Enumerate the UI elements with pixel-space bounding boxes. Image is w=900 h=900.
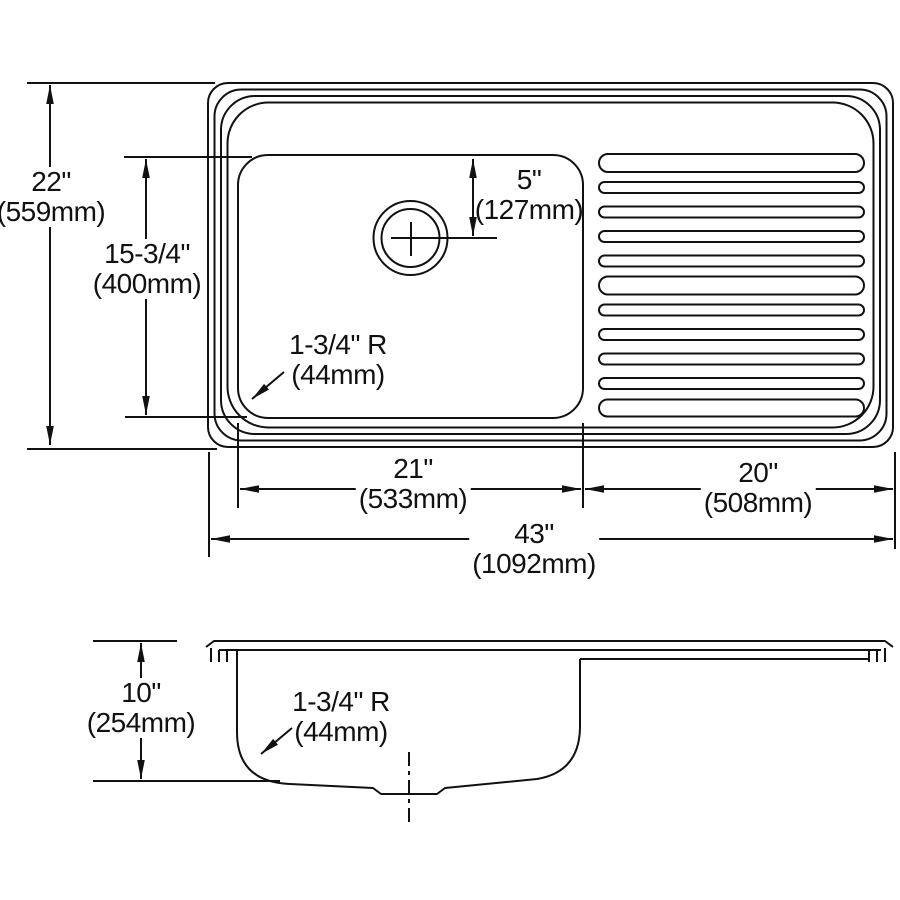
side-view-profile — [205, 640, 894, 824]
sink-bowl-outline — [237, 154, 584, 419]
extension-lines-side-view — [93, 640, 280, 782]
drain-icon — [372, 200, 497, 276]
radius-label-top-view: 1-3/4" R (44mm) — [289, 329, 387, 390]
radius-leader-top-view — [251, 371, 285, 400]
dim-side-depth-label: 10" (254mm) — [83, 678, 199, 738]
extension-lines-top-view — [27, 82, 896, 557]
dim-bowl-depth-label: 15-3/4" (400mm) — [89, 239, 205, 299]
dim-drain-offset-label: 5" (127mm) — [474, 164, 584, 225]
dim-overall-depth-label: 22" (559mm) — [0, 167, 109, 227]
radius-label-side-view: 1-3/4" R (44mm) — [292, 686, 390, 747]
dim-overall-width-label: 43" (1092mm) — [469, 519, 599, 579]
drainboard-ribs — [598, 153, 865, 418]
radius-leader-side-view — [260, 727, 293, 755]
dim-drainboard-width-label: 20" (508mm) — [700, 458, 816, 518]
dim-bowl-width-label: 21" (533mm) — [355, 454, 471, 514]
sink-rim-outline — [207, 82, 894, 448]
